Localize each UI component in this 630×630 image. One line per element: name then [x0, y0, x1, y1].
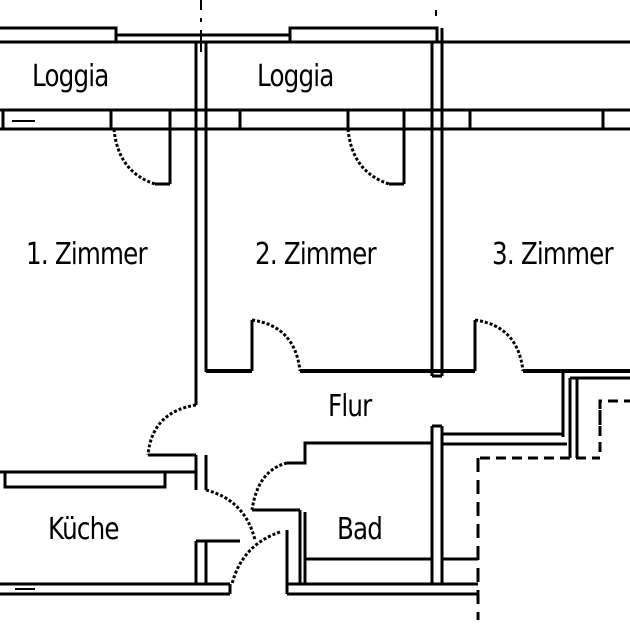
room-label-zimmer-1: 1. Zimmer	[26, 237, 148, 272]
room-label-zimmer-3: 3. Zimmer	[492, 237, 614, 272]
room-label-zimmer-2: 2. Zimmer	[255, 237, 377, 272]
room-label-bad: Bad	[337, 512, 383, 547]
room-label-flur: Flur	[328, 389, 372, 424]
room-label-loggia-2: Loggia	[257, 59, 334, 94]
room-label-loggia-1: Loggia	[32, 59, 109, 94]
top-parapet-left	[0, 26, 118, 42]
room-label-kueche: Küche	[48, 512, 119, 547]
